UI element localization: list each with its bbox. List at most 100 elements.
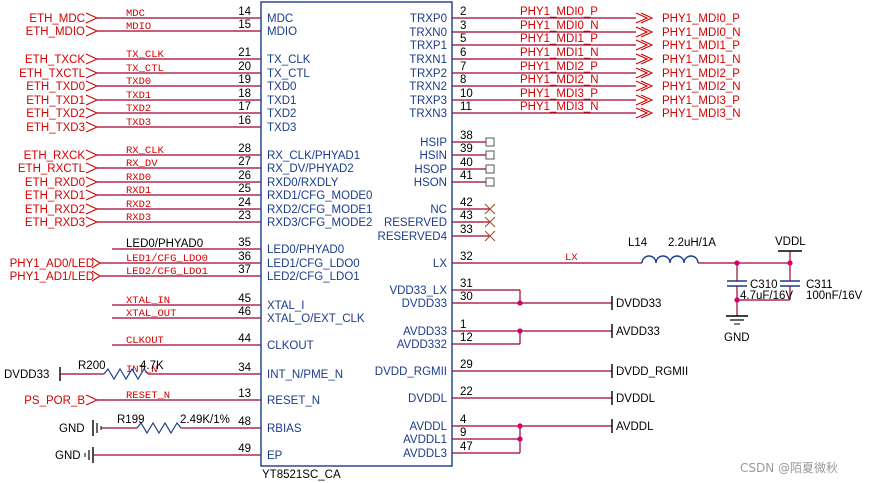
res-ref: R200 — [78, 360, 106, 372]
port-flag-icon — [635, 39, 649, 51]
pin-name: TRXN3 — [409, 108, 447, 120]
junction-dot — [734, 297, 740, 303]
pin-number: 26 — [238, 170, 251, 182]
gnd-label: GND — [59, 423, 85, 435]
port-label: PHY1_MDI1_P — [662, 40, 740, 52]
port-label: PHY1_MDI2_N — [662, 81, 741, 93]
watermark: CSDN @陌夏微秋 — [740, 461, 838, 475]
pin-number: 35 — [238, 237, 251, 249]
net-label: LED1/CFG_LDO0 — [126, 253, 208, 265]
port-label: PHY1_MDI1_N — [662, 54, 741, 66]
power-label: VDDL — [775, 236, 806, 248]
net-label: RXD0 — [126, 172, 151, 184]
pin-name: TRXP2 — [410, 68, 447, 80]
port-flag-icon — [85, 121, 99, 133]
pin-name: AVDDL1 — [403, 434, 447, 446]
pin-number: 1 — [460, 319, 466, 331]
port-label: PHY1_MDI0_P — [662, 13, 740, 25]
pin-name: RXD1/CFG_MODE0 — [267, 190, 372, 202]
no-connect-box-icon — [485, 137, 495, 147]
pin-name: INT_N/PME_N — [267, 369, 343, 381]
net-label: PHY1_MDI3_N — [520, 101, 599, 113]
inductor-icon — [641, 255, 699, 264]
power-label: AVDDL — [616, 421, 654, 433]
pin-number: 46 — [238, 306, 251, 318]
gnd-label: GND — [724, 332, 750, 344]
net-label: LX — [565, 252, 578, 264]
port-label: ETH_MDC — [29, 13, 85, 25]
net-label: LED0/PHYAD0 — [126, 238, 203, 250]
pin-name: TRXP0 — [410, 13, 447, 25]
net-label: XTAL_OUT — [126, 308, 176, 320]
pin-name: TXD1 — [267, 95, 296, 107]
port-flag-icon — [85, 162, 99, 174]
pin-number: 47 — [460, 441, 473, 453]
port-label: PHY1_MDI3_P — [662, 95, 740, 107]
junction-dot — [787, 260, 793, 266]
pin-name: XTAL_O/EXT_CLK — [267, 313, 365, 325]
pin-name: CLKOUT — [267, 340, 314, 352]
pin-name: RXD3/CFG_MODE2 — [267, 217, 372, 229]
net-label: PHY1_MDI2_N — [520, 74, 599, 86]
pin-name: TXD3 — [267, 122, 296, 134]
pin-number: 16 — [238, 115, 251, 127]
no-connect-cross-icon — [484, 216, 496, 228]
port-label: ETH_MDIO — [26, 26, 85, 38]
res-value: 4.7K — [140, 360, 164, 372]
junction-dot — [517, 300, 523, 306]
pin-name: TRXN1 — [409, 54, 447, 66]
port-label: PHY1_AD0/LED — [10, 258, 94, 270]
port-flag-icon — [635, 107, 649, 119]
pin-number: 13 — [238, 388, 251, 400]
res-value: 2.49K/1% — [180, 414, 230, 426]
port-label: ETH_TXD2 — [26, 108, 85, 120]
net-label: TXD2 — [126, 103, 151, 115]
pin-name: HSOP — [414, 164, 447, 176]
chip-part: YT8521SC_CA — [262, 469, 341, 481]
pin-name: RBIAS — [267, 423, 302, 435]
cap-value: 4.7uF/16V — [740, 290, 793, 302]
no-connect-box-icon — [485, 177, 495, 187]
pin-name: TXD0 — [267, 81, 296, 93]
port-label: PHY1_MDI2_P — [662, 68, 740, 80]
port-flag-icon — [85, 94, 99, 106]
pin-number: 14 — [238, 6, 251, 18]
pin-number: 21 — [238, 47, 251, 59]
port-flag-icon — [640, 39, 654, 51]
pin-number: 18 — [238, 88, 251, 100]
port-label: ETH_RXD3 — [25, 217, 85, 229]
port-flag-icon — [635, 80, 649, 92]
pin-name: RESERVED4 — [378, 231, 448, 243]
pin-number: 45 — [238, 293, 251, 305]
pin-name: VDD33_LX — [389, 285, 447, 297]
net-label: RESET_N — [126, 390, 170, 402]
no-connect-cross-icon — [484, 230, 496, 242]
pin-name: XTAL_I — [267, 300, 305, 312]
port-label: ETH_TXD3 — [26, 122, 85, 134]
junction-dot — [517, 436, 523, 442]
net-label: TX_CTL — [126, 63, 164, 75]
net-label: INT_N — [126, 364, 158, 376]
pin-name: DVDD33 — [402, 298, 447, 310]
pin-number: 42 — [460, 197, 473, 209]
pin-number: 12 — [460, 332, 473, 344]
port-flag-icon — [85, 176, 99, 188]
pin-name: TX_CTL — [267, 68, 310, 80]
pin-number: 24 — [238, 197, 251, 209]
pin-name: MDC — [267, 13, 293, 25]
port-flag-icon — [85, 216, 99, 228]
port-label: PHY1_MDI3_N — [662, 108, 741, 120]
pin-number: 4 — [460, 414, 467, 426]
net-label: RX_CLK — [126, 145, 165, 157]
pin-number: 29 — [460, 359, 473, 371]
port-flag-icon — [640, 94, 654, 106]
port-flag-icon — [635, 12, 649, 24]
port-flag-icon — [85, 394, 99, 406]
pin-name: AVDDL — [410, 421, 448, 433]
port-flag-icon — [635, 53, 649, 65]
pin-number: 44 — [238, 333, 251, 345]
port-label: PS_POR_B — [24, 395, 85, 407]
port-label: ETH_RXCK — [24, 150, 86, 162]
gnd-label: GND — [55, 450, 81, 462]
